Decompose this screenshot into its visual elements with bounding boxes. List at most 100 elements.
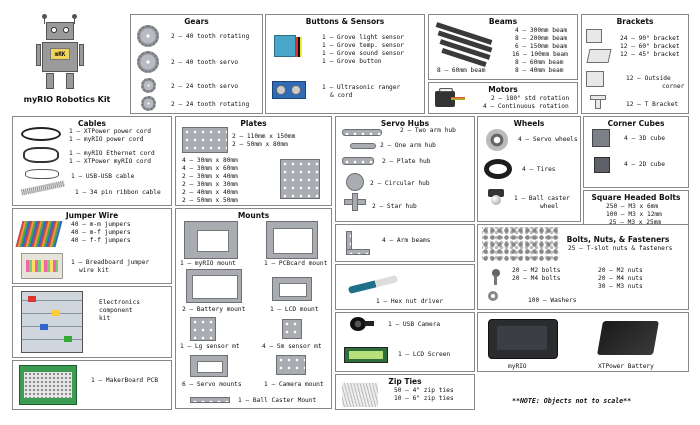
breadboard-kit-icon	[21, 253, 63, 279]
ultrasonic-label-2: & cord	[330, 92, 353, 99]
two-arm-hub-icon	[342, 129, 382, 136]
wheels-item-3: 1 – Ball caster	[514, 195, 570, 202]
one-arm-hub-icon	[350, 143, 376, 149]
wheels-item-4: wheel	[540, 203, 559, 210]
motors-panel: Motors 2 – 180° std rotation 4 – Continu…	[428, 82, 578, 114]
beams-icon	[435, 22, 497, 67]
pcb-mount-icon	[266, 221, 318, 259]
servohubs-item-1: 2 – Two arm hub	[400, 127, 456, 134]
plates-top-2: 2 – 50mm x 80mm	[232, 141, 288, 148]
page-title: myRIO Robotics Kit	[23, 95, 111, 104]
camera-mount-icon	[276, 355, 306, 375]
beams-item-3: 6 – 150mm beam	[515, 43, 568, 50]
gears-item-3: 2 – 24 tooth servo	[171, 83, 239, 90]
jumper-title: Jumper Wire	[65, 211, 119, 220]
grove-sensor-icon	[274, 35, 296, 57]
plate-hub-icon	[342, 157, 374, 165]
jumper-wire-panel: Jumper Wire 40 – m-m jumpers 40 – m-f ju…	[12, 208, 172, 284]
gear-40-servo-icon	[137, 51, 159, 73]
makerboard-panel: 1 – MakerBoard PCB	[12, 360, 172, 410]
beams-item-left: 8 – 60mm beam	[437, 67, 486, 74]
battery-mount-icon	[186, 269, 242, 303]
plate-small-icon	[280, 159, 320, 199]
fasteners-left-1: 20 – M2 bolts	[512, 267, 561, 274]
fasteners-right-2: 20 – M4 nuts	[598, 275, 643, 282]
cables-item-1: 1 – XTPower power cord	[69, 128, 151, 135]
gear-24-rotating-icon	[141, 96, 156, 111]
usb-cable-icon	[25, 169, 59, 179]
corner-cubes-panel: Corner Cubes 4 – 3D cube 4 – 2D cube	[583, 116, 689, 188]
lcd-screen-icon	[344, 347, 388, 363]
beams-panel: Beams 4 – 300mm beam 8 – 200mm beam 6 – …	[428, 14, 578, 80]
buttons-item-4: 1 – Grove button	[322, 58, 382, 65]
brackets-title: Brackets	[616, 17, 654, 26]
bolts-item-1: 250 – M3 x 6mm	[606, 203, 659, 210]
myrio-device-icon	[488, 319, 558, 359]
fasteners-panel: Bolts, Nuts, & Fasteners 25 – T-slot nut…	[477, 224, 689, 310]
cube-2d-icon	[594, 157, 610, 173]
mounts-item-2: 1 – PCBcard mount	[264, 260, 328, 267]
brackets-item-5: corner	[662, 83, 685, 90]
bracket-90-icon	[586, 29, 602, 43]
ultrasonic-ranger-icon	[272, 81, 306, 99]
fasteners-washers: 100 – Washers	[528, 297, 577, 304]
brackets-panel: Brackets 24 – 90° bracket 12 – 60° brack…	[581, 14, 689, 114]
gears-panel: Gears 2 – 40 tooth rotating 2 – 40 tooth…	[130, 14, 263, 114]
jumper-item-1: 40 – m-m jumpers	[71, 221, 131, 228]
myrio-xtpower-panel: myRIO XTPower Battery	[477, 312, 689, 372]
fasteners-right-1: 20 – M2 nuts	[598, 267, 643, 274]
servo-motor-icon	[435, 88, 455, 107]
cables-panel: Cables 1 – XTPower power cord 1 – myRIO …	[12, 116, 172, 206]
xtpower-label: XTPower Battery	[598, 363, 654, 370]
hex-driver-icon	[347, 275, 399, 294]
bolts-item-3: 25 – M3 x 25mm	[609, 219, 662, 226]
bracket-60-icon	[586, 49, 612, 63]
plates-panel: Plates 2 – 110mm x 150mm 2 – 50mm x 80mm…	[175, 116, 332, 206]
gears-title: Gears	[184, 17, 209, 26]
jumper-wires-icon	[15, 221, 63, 247]
ball-caster-icon	[488, 189, 504, 207]
cables-item-6: 1 – 34 pin ribbon cable	[75, 189, 161, 196]
fasteners-left-2: 20 – M4 bolts	[512, 275, 561, 282]
cables-item-4: 1 – XTPower myRIO cord	[69, 158, 151, 165]
servohubs-item-3: 2 – Plate hub	[382, 158, 431, 165]
hex-driver-panel: 1 – Hex nut driver	[335, 264, 475, 310]
mounts-item-6: 4 – Sm sensor mt	[262, 343, 322, 350]
xtpower-battery-icon	[597, 321, 659, 355]
corner-item-1: 4 – 3D cube	[624, 135, 665, 142]
plates-item-5: 2 – 40mm x 40mm	[182, 189, 238, 196]
armbeams-label: 4 – Arm beams	[382, 237, 431, 244]
myrio-label: myRIO	[508, 363, 527, 370]
bolts-pile-icon	[482, 227, 560, 261]
wheels-panel: Wheels 4 – Servo wheels 4 – Tires 1 – Ba…	[477, 116, 581, 222]
buttons-title: Buttons & Sensors	[305, 17, 385, 26]
lcd-label: 1 – LCD Screen	[398, 351, 451, 358]
washer-icon	[488, 291, 498, 301]
fasteners-right-3: 30 – M3 nuts	[598, 283, 643, 290]
camera-lcd-panel: 1 – USB Camera 1 – LCD Screen	[335, 312, 475, 372]
plates-item-3: 2 – 30mm x 40mm	[182, 173, 238, 180]
beams-item-2: 8 – 200mm beam	[515, 35, 568, 42]
mounts-item-1: 1 – myRIO mount	[180, 260, 236, 267]
electronics-label-3: kit	[99, 315, 111, 322]
plates-title: Plates	[240, 119, 267, 128]
beams-item-5: 8 – 60mm beam	[515, 59, 564, 66]
fasteners-sub: 25 – T-slot nuts & fasteners	[568, 245, 673, 252]
hexdriver-label: 1 – Hex nut driver	[376, 298, 444, 305]
plates-top-1: 2 – 110mm x 150mm	[232, 133, 296, 140]
corner-title: Corner Cubes	[607, 119, 665, 128]
gear-24-servo-icon	[141, 78, 156, 93]
ziptie-title: Zip Ties	[388, 377, 422, 386]
bracket-corner-icon	[586, 71, 604, 87]
buttons-item-2: 1 – Grove temp. sensor	[322, 42, 404, 49]
wheels-item-2: 4 – Tires	[522, 166, 556, 173]
square-bolts-panel: Square Headed Bolts 250 – M3 x 6mm 100 –…	[583, 190, 689, 228]
beams-title: Beams	[488, 17, 518, 26]
brackets-item-2: 12 – 60° bracket	[620, 43, 680, 50]
brackets-item-3: 12 – 45° bracket	[620, 51, 680, 58]
ultrasonic-label: 1 – Ultrasonic ranger	[322, 84, 401, 91]
usb-camera-icon	[350, 317, 366, 331]
servohubs-item-4: 2 – Circular hub	[370, 180, 430, 187]
servohubs-title: Servo Hubs	[380, 119, 430, 128]
gear-40-rotating-icon	[137, 25, 159, 47]
